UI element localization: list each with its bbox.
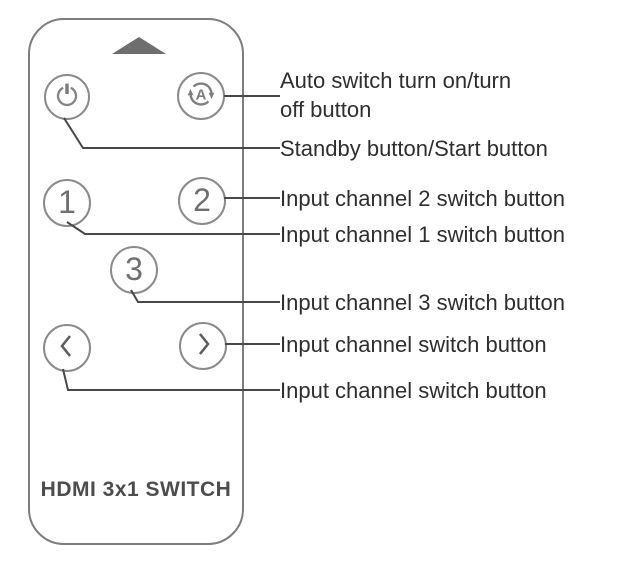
- input-2-label: 2: [193, 182, 211, 218]
- callout-label-input-3: Input channel 3 switch button: [280, 290, 565, 315]
- channel-next-button: [179, 322, 227, 370]
- input-3-label: 3: [125, 251, 143, 287]
- input-2-button: 2: [178, 177, 226, 225]
- device-label: HDMI 3x1 SWITCH: [40, 478, 232, 501]
- input-1-button: 1: [43, 179, 91, 227]
- chevron-left-icon: [55, 332, 79, 365]
- callout-label-input-1: Input channel 1 switch button: [280, 222, 565, 247]
- callout-label-channel-prev: Input channel switch button: [280, 378, 547, 403]
- auto-cycle-icon: A: [183, 76, 219, 117]
- input-3-button: 3: [110, 246, 158, 294]
- channel-prev-button: [43, 324, 91, 372]
- chevron-right-icon: [191, 330, 215, 363]
- power-icon: [53, 81, 81, 114]
- callout-label-auto-switch: Auto switch turn on/turn off button: [280, 68, 512, 122]
- auto-switch-button: A: [177, 72, 225, 120]
- svg-text:A: A: [196, 86, 207, 103]
- callout-label-channel-next: Input channel switch button: [280, 332, 547, 357]
- ir-indicator-triangle: [112, 37, 166, 54]
- callout-label-input-2: Input channel 2 switch button: [280, 186, 565, 211]
- input-1-label: 1: [58, 184, 76, 220]
- callout-label-standby: Standby button/Start button: [280, 136, 548, 161]
- remote-body: A 1 2 3: [28, 18, 244, 545]
- power-button: [44, 74, 90, 120]
